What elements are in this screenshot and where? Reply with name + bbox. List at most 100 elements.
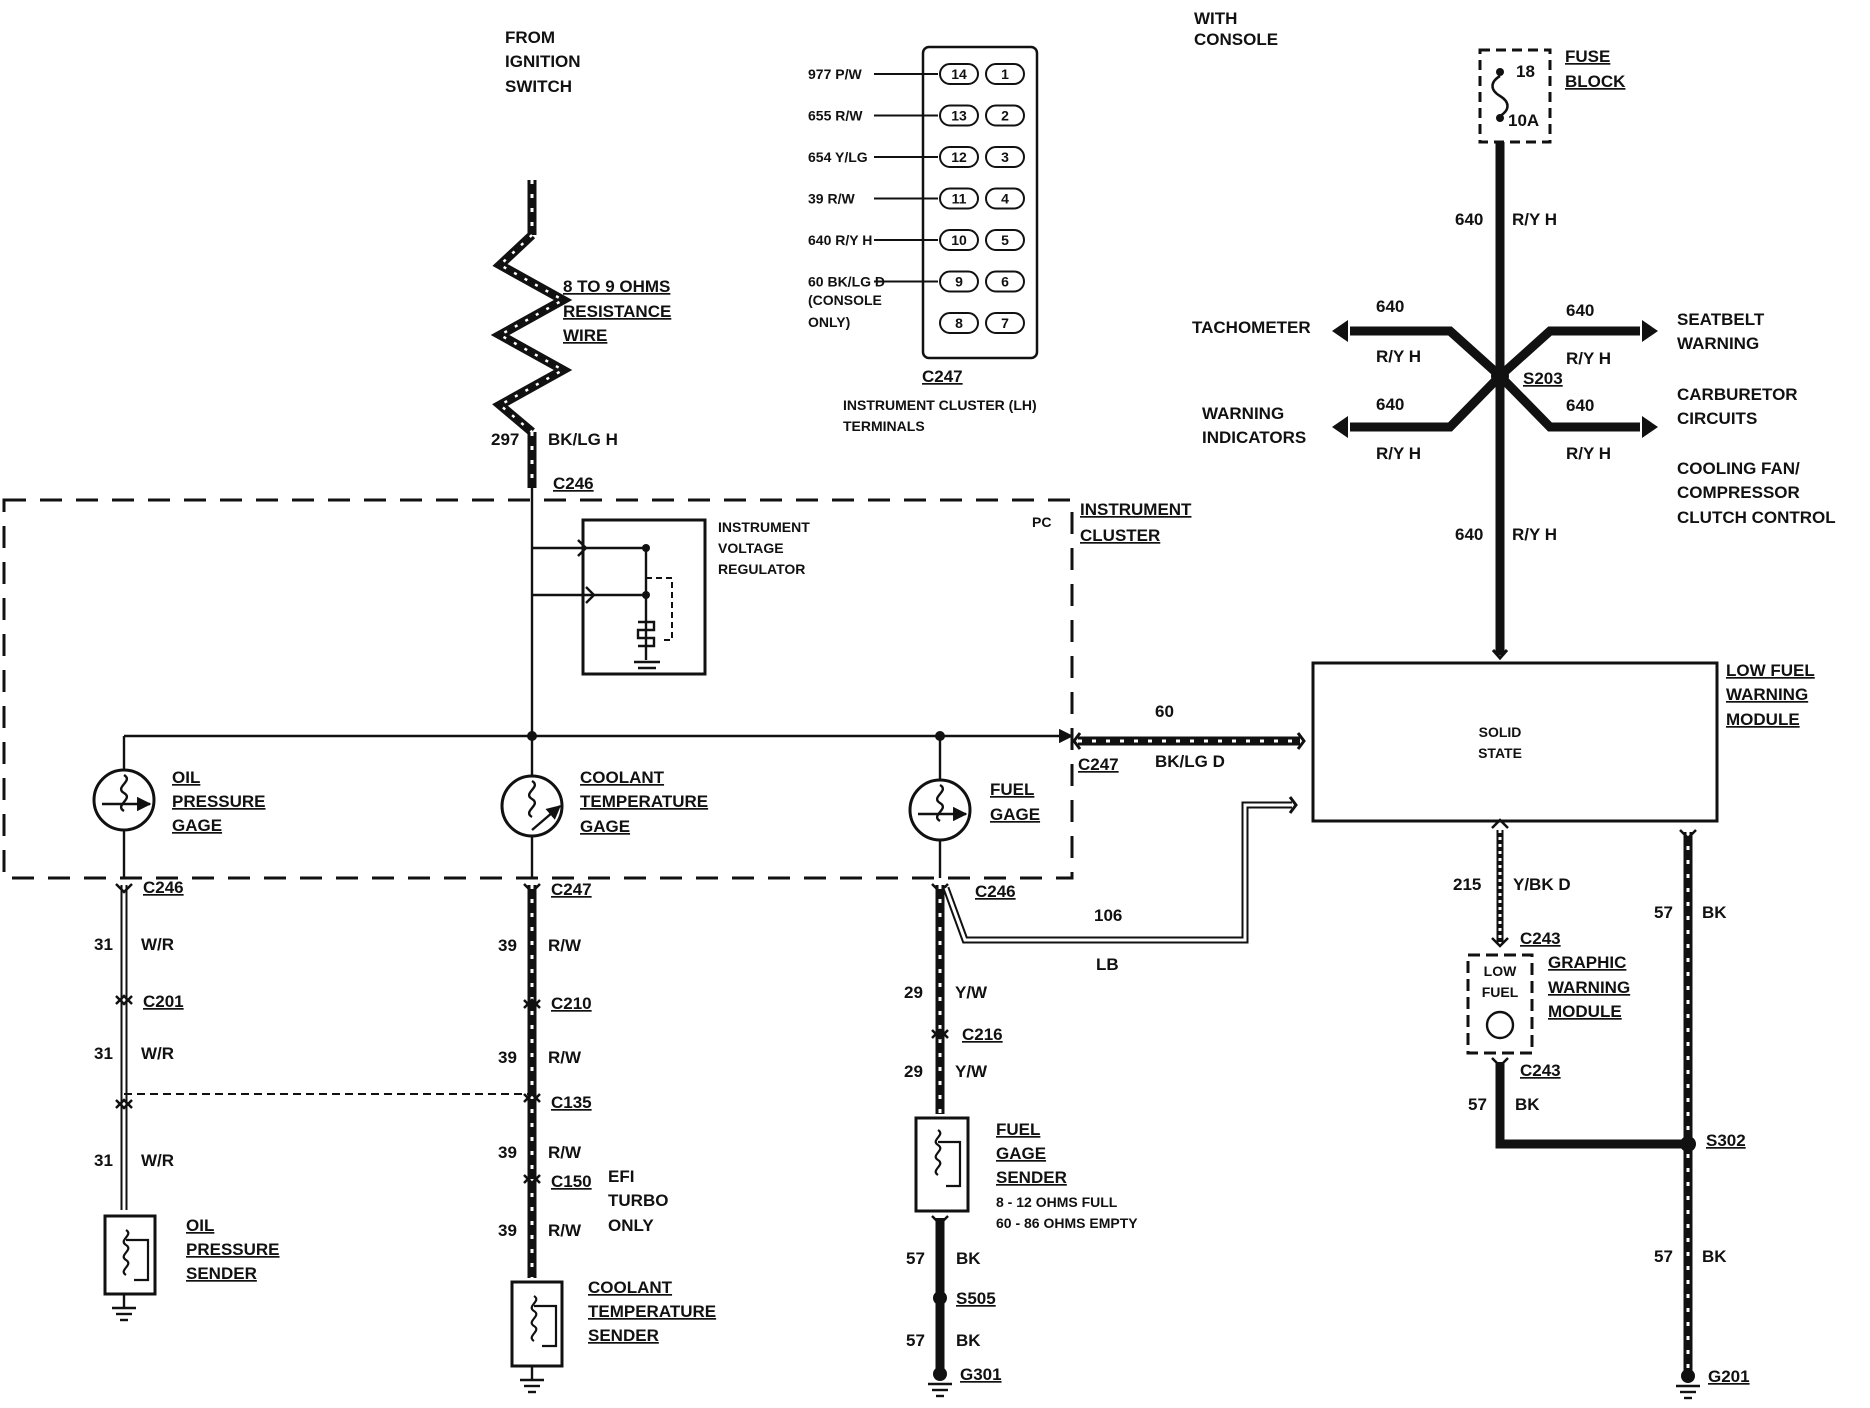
svg-text:INDICATORS: INDICATORS xyxy=(1202,428,1306,447)
c247-name: C247 xyxy=(922,367,963,386)
svg-text:8 - 12 OHMS FULL: 8 - 12 OHMS FULL xyxy=(996,1194,1118,1210)
wire-640-number-bottom: 640 xyxy=(1455,525,1483,544)
ground-g301: G301 xyxy=(960,1365,1002,1384)
svg-text:GAGE: GAGE xyxy=(996,1144,1046,1163)
right-ground-num-2: 57 xyxy=(1654,1247,1673,1266)
svg-text:TEMPERATURE: TEMPERATURE xyxy=(580,792,708,811)
coolant-c247: C247 xyxy=(551,880,592,899)
seatbelt-warning-label: SEATBELT WARNING xyxy=(1677,310,1765,353)
c247-wire-label: 977 P/W xyxy=(808,66,862,82)
coolant-c135: C135 xyxy=(551,1093,592,1112)
svg-text:CARBURETOR: CARBURETOR xyxy=(1677,385,1798,404)
svg-text:TEMPERATURE: TEMPERATURE xyxy=(588,1302,716,1321)
fuse-number: 18 xyxy=(1516,62,1535,81)
svg-text:SENDER: SENDER xyxy=(588,1326,659,1345)
fuel-wire-num-2: 29 xyxy=(904,1062,923,1081)
oil-c201: C201 xyxy=(143,992,184,1011)
svg-text:CIRCUITS: CIRCUITS xyxy=(1677,409,1757,428)
svg-text:8 TO 9 OHMS: 8 TO 9 OHMS xyxy=(563,277,670,296)
coolant-gage-label: COOLANT TEMPERATURE GAGE xyxy=(580,768,708,836)
resistance-label: 8 TO 9 OHMS RESISTANCE WIRE xyxy=(563,277,671,345)
fuse-block-label: FUSE BLOCK xyxy=(1565,47,1626,91)
fuel-wire-color-2: Y/W xyxy=(955,1062,988,1081)
wire-215 xyxy=(1491,818,1509,948)
svg-text:ONLY: ONLY xyxy=(608,1216,654,1235)
branch-warning-indicators xyxy=(1332,372,1504,438)
gwm-c243-top: C243 xyxy=(1520,929,1561,948)
svg-text:COOLING FAN/: COOLING FAN/ xyxy=(1677,459,1800,478)
branch-640-carb-num: 640 xyxy=(1566,396,1594,415)
coolant-circuit-wire xyxy=(523,883,541,1278)
fuel-c216: C216 xyxy=(962,1025,1003,1044)
fuse-block xyxy=(1478,48,1552,144)
c247-caption: INSTRUMENT CLUSTER (LH) xyxy=(843,397,1037,413)
ivr-label: INSTRUMENT VOLTAGE REGULATOR xyxy=(718,519,810,577)
c247-wire-label: 640 R/Y H xyxy=(808,232,872,248)
branch-seatbelt xyxy=(1496,320,1658,380)
c247-pin-right: 3 xyxy=(1001,149,1009,165)
svg-text:COMPRESSOR: COMPRESSOR xyxy=(1677,483,1800,502)
c247-caption-2: TERMINALS xyxy=(843,418,925,434)
splice-s505: S505 xyxy=(956,1289,996,1308)
low-fuel-warning-module xyxy=(1311,661,1719,823)
svg-text:MODULE: MODULE xyxy=(1726,710,1800,729)
fuel-ground-wire xyxy=(928,1215,952,1398)
coolant-wire-num-1: 39 xyxy=(498,936,517,955)
oil-wire-num-3: 31 xyxy=(94,1151,113,1170)
fuel-circuit-wire xyxy=(931,796,1298,1114)
cluster-internal-wiring xyxy=(122,488,1074,878)
svg-text:GAGE: GAGE xyxy=(172,816,222,835)
c247-wire-label: 39 R/W xyxy=(808,191,855,207)
branch-carburetor xyxy=(1496,372,1658,438)
instrument-cluster-label: INSTRUMENT xyxy=(1080,500,1192,519)
svg-text:WARNING: WARNING xyxy=(1202,404,1284,423)
fuel-gage xyxy=(908,778,972,842)
c247-wire-label: 654 Y/LG xyxy=(808,149,868,165)
wire-60-color: BK/LG D xyxy=(1155,752,1225,771)
lfwm-label: LOW FUEL WARNING MODULE xyxy=(1726,661,1815,729)
oil-wire-color-1: W/R xyxy=(141,935,174,954)
instrument-cluster-label-2: CLUSTER xyxy=(1080,526,1160,545)
svg-text:PRESSURE: PRESSURE xyxy=(172,792,266,811)
fuel-ground-color-1: BK xyxy=(956,1249,981,1268)
coolant-wire-color-4: R/W xyxy=(548,1221,582,1240)
oil-wire-num-1: 31 xyxy=(94,935,113,954)
resistance-wire xyxy=(490,180,573,488)
svg-text:FUEL: FUEL xyxy=(990,780,1034,799)
c247-pin-right: 5 xyxy=(1001,232,1009,248)
branch-640-seat-num: 640 xyxy=(1566,301,1594,320)
right-ground-wire xyxy=(1676,829,1700,1400)
fuel-ground-num-2: 57 xyxy=(906,1331,925,1350)
right-ground-color-1: BK xyxy=(1702,903,1727,922)
svg-text:FROM: FROM xyxy=(505,28,555,47)
svg-text:WARNING: WARNING xyxy=(1548,978,1630,997)
c247-pin-right: 7 xyxy=(1001,315,1009,331)
c247-pin-right: 2 xyxy=(1001,108,1009,124)
wire-60-number: 60 xyxy=(1155,702,1174,721)
svg-text:WITH: WITH xyxy=(1194,9,1237,28)
oil-gage-label: OIL PRESSURE GAGE xyxy=(172,768,266,835)
gwm-fuel: FUEL xyxy=(1482,984,1519,1000)
svg-text:SENDER: SENDER xyxy=(996,1168,1067,1187)
svg-text:WARNING: WARNING xyxy=(1726,685,1808,704)
c247-pin-left: 12 xyxy=(951,149,967,165)
wire-60-connector: C247 xyxy=(1078,755,1119,774)
pc-label: PC xyxy=(1032,514,1051,530)
fuel-gage-sender-label: FUEL GAGE SENDER 8 - 12 OHMS FULL 60 - 8… xyxy=(996,1120,1138,1231)
gwm-low: LOW xyxy=(1484,963,1517,979)
c247-note-only: ONLY) xyxy=(808,314,850,330)
svg-text:CONSOLE: CONSOLE xyxy=(1194,30,1278,49)
svg-text:EFI: EFI xyxy=(608,1167,634,1186)
c247-pin-right: 4 xyxy=(1001,191,1009,207)
oil-pressure-sender xyxy=(103,1214,157,1322)
splice-s203: S203 xyxy=(1523,369,1563,388)
svg-text:PRESSURE: PRESSURE xyxy=(186,1240,280,1259)
oil-circuit-wire xyxy=(115,883,528,1210)
svg-text:INSTRUMENT: INSTRUMENT xyxy=(718,519,810,535)
coolant-wire-num-2: 39 xyxy=(498,1048,517,1067)
